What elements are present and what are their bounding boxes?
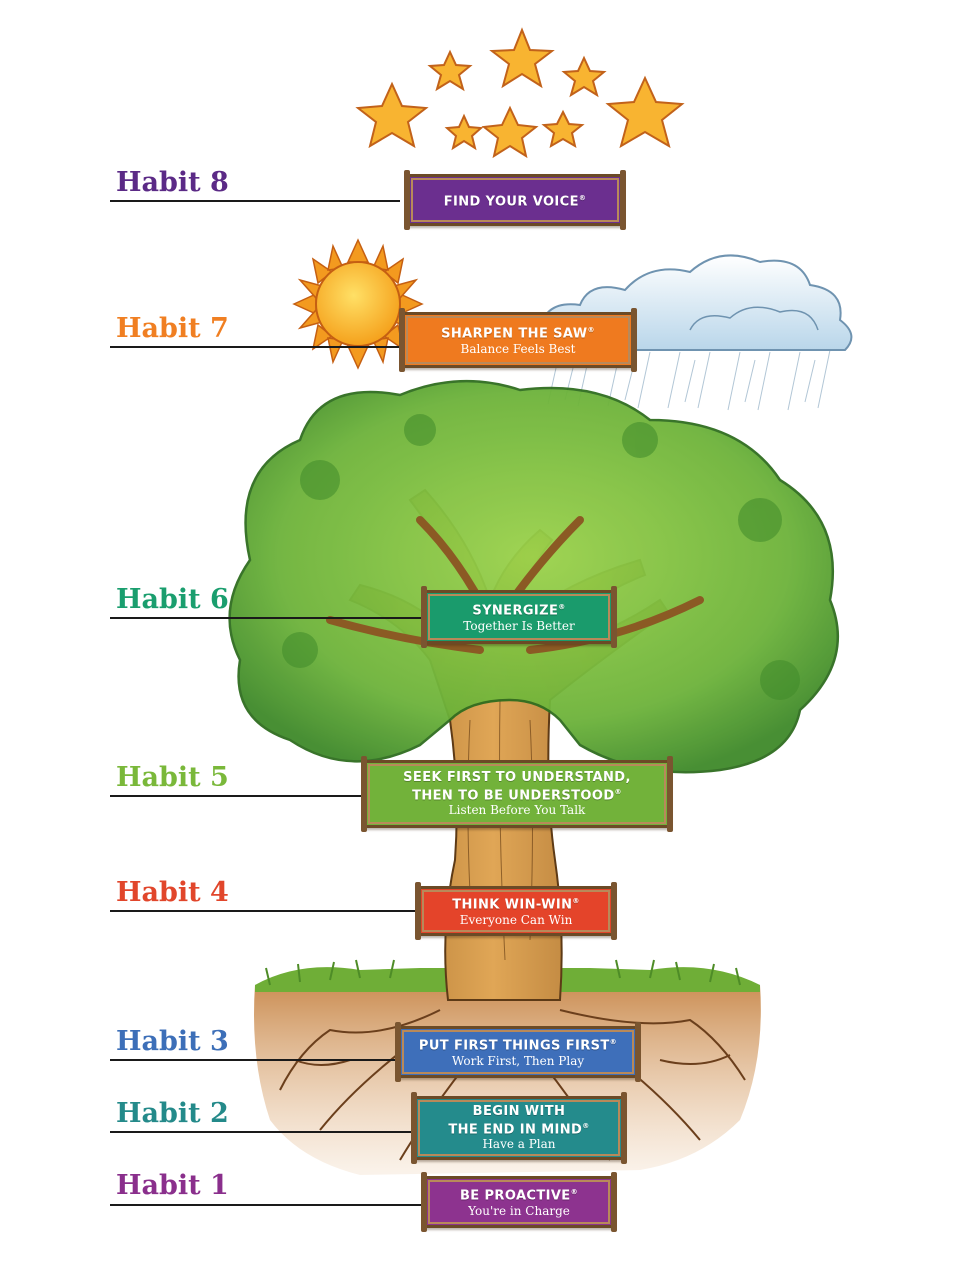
habit-5-sign-title-line1: SEEK FIRST TO UNDERSTAND, [403,769,631,785]
habit-8-rule [110,200,400,202]
star-icon [561,55,607,98]
habit-1-sign-title: BE PROACTIVE® [459,1188,578,1204]
habit-5-sign-title-line2: THEN TO BE UNDERSTOOD® [412,787,622,804]
habit-7-rule [110,346,400,348]
habit-8-sign-title: FIND YOUR VOICE® [443,193,587,210]
habit-3-label: Habit 3 [116,1026,229,1057]
habit-6-sign: SYNERGIZE® Together Is Better [421,586,617,648]
habit-8-sign: FIND YOUR VOICE® [404,170,626,230]
habit-2-sign-title-line2: THE END IN MIND® [448,1121,590,1138]
habit-1-label: Habit 1 [116,1170,229,1201]
habit-2-label: Habit 2 [116,1098,229,1129]
habit-3-rule [110,1059,400,1061]
habit-5-sign-subtitle: Listen Before You Talk [448,803,586,818]
habit-6-label: Habit 6 [116,584,229,615]
habit-5-rule [110,795,365,797]
habit-7-sign-title: SHARPEN THE SAW® [441,326,595,342]
habit-6-sign-subtitle: Together Is Better [463,618,575,633]
star-icon [481,105,539,159]
habit-2-sign-title-line1: BEGIN WITH [472,1103,566,1119]
habit-1-rule [110,1204,425,1206]
habit-4-sign: THINK WIN-WIN® Everyone Can Win [415,882,617,940]
habit-6-sign-title: SYNERGIZE® [472,603,566,619]
habit-4-sign-subtitle: Everyone Can Win [459,912,573,927]
habit-5-sign: SEEK FIRST TO UNDERSTAND, THEN TO BE UND… [361,756,673,832]
sun-icon [292,238,424,370]
star-icon [489,27,555,89]
habit-7-sign-subtitle: Balance Feels Best [460,341,576,356]
habit-1-sign-subtitle: You're in Charge [468,1203,570,1218]
habit-7-sign: SHARPEN THE SAW® Balance Feels Best [399,308,637,372]
habit-8-label: Habit 8 [116,167,229,198]
habit-1-sign: BE PROACTIVE® You're in Charge [421,1172,617,1232]
habit-4-sign-title: THINK WIN-WIN® [452,897,580,913]
tree-canopy [228,379,840,774]
star-icon [355,81,429,149]
star-icon [427,49,473,92]
habit-3-sign-title: PUT FIRST THINGS FIRST® [418,1038,618,1054]
habit-5-label: Habit 5 [116,762,229,793]
habit-7-label: Habit 7 [116,313,229,344]
star-icon [605,75,685,149]
habit-6-rule [110,617,426,619]
star-icon [541,109,585,149]
habit-2-sign-subtitle: Have a Plan [482,1137,556,1152]
habit-2-rule [110,1131,415,1133]
stars [355,27,685,159]
habit-3-sign: PUT FIRST THINGS FIRST® Work First, Then… [395,1022,641,1082]
habit-4-label: Habit 4 [116,877,229,908]
habit-2-sign: BEGIN WITH THE END IN MIND® Have a Plan [411,1092,627,1164]
habit-3-sign-subtitle: Work First, Then Play [451,1053,585,1068]
star-icon [444,113,484,151]
habit-4-rule [110,910,420,912]
